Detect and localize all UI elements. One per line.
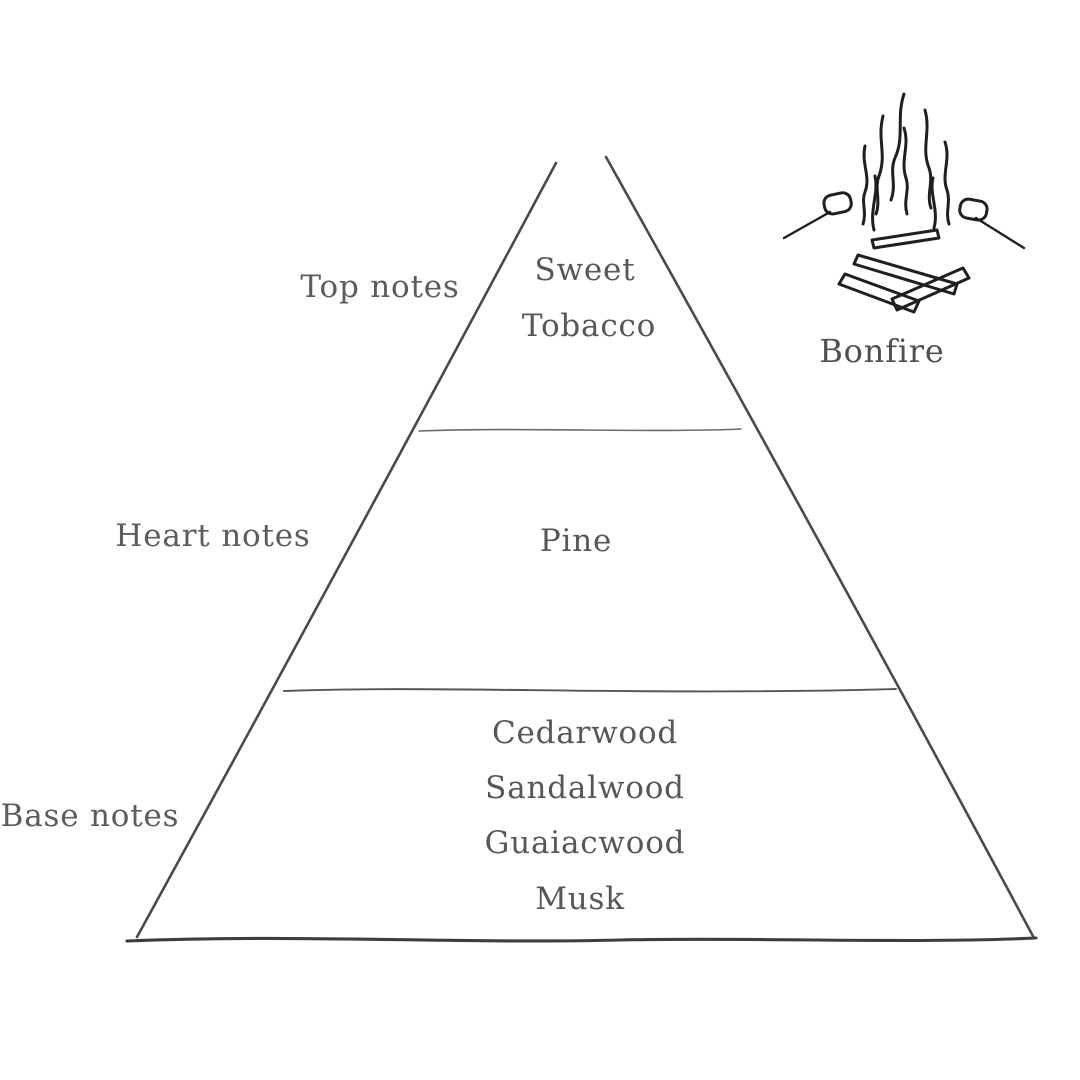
note-musk: Musk bbox=[535, 881, 625, 917]
note-tobacco: Tobacco bbox=[521, 308, 657, 344]
campfire-with-marshmallow-sticks-icon bbox=[782, 92, 1026, 314]
note-cedarwood: Cedarwood bbox=[491, 715, 679, 751]
pyramid-left-edge bbox=[135, 161, 558, 939]
note-pine: Pine bbox=[539, 523, 613, 559]
top-notes-label: Top notes bbox=[300, 269, 460, 305]
bonfire-illustration bbox=[778, 88, 1030, 323]
pyramid-base-edge bbox=[125, 936, 1038, 943]
fragrance-name: Bonfire bbox=[819, 332, 945, 370]
divider-heart-base bbox=[283, 688, 897, 693]
divider-top-heart bbox=[418, 428, 742, 432]
note-sandalwood: Sandalwood bbox=[485, 770, 685, 806]
note-sweet: Sweet bbox=[534, 252, 636, 288]
base-notes-label: Base notes bbox=[0, 798, 180, 834]
note-guaiacwood: Guaiacwood bbox=[484, 825, 686, 861]
heart-notes-label: Heart notes bbox=[115, 518, 311, 554]
pyramid-right-edge bbox=[604, 155, 1036, 940]
